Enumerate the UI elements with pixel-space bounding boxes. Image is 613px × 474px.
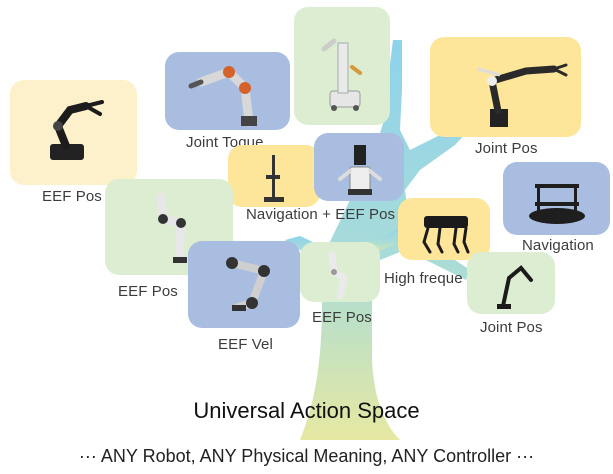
robot-card-navigation-pole [228, 145, 320, 207]
robot-card-black-arm [467, 252, 555, 314]
gripper-arm-icon [50, 100, 104, 160]
quadruped-robot-icon [422, 216, 470, 254]
mobile-manipulator-icon [321, 38, 362, 111]
kinova-arm-icon [188, 66, 257, 127]
robot-card-kinova-arm [165, 52, 290, 130]
ur-arm-icon [226, 257, 270, 311]
turtlebot-icon [529, 184, 585, 224]
navigation-pole-robot-icon [264, 155, 284, 202]
robot-card-quadruped [398, 198, 490, 260]
franka-arm-icon [156, 192, 187, 264]
robot-label-eef-pos-left: EEF Pos [42, 188, 102, 205]
black-arm-icon [497, 265, 533, 309]
robot-card-franka-arm [105, 179, 233, 275]
white-arm-icon [328, 250, 348, 300]
robot-card-white-arm [300, 242, 380, 302]
robot-card-dual-arm-mobile [314, 133, 404, 201]
robot-label-eef-pos-center: EEF Pos [312, 309, 372, 326]
robot-card-mobile-manipulator [294, 7, 390, 125]
robot-label-navigation-eef-pos: Navigation + EEF Pos [246, 206, 396, 223]
figure-title: Universal Action Space [193, 398, 420, 423]
robot-label-high-frequency: High freque [384, 270, 463, 287]
robot-label-joint-pos-top: Joint Pos [475, 140, 538, 157]
robot-card-humanoid-arm [430, 37, 581, 137]
humanoid-arm-icon [477, 63, 568, 127]
dual-arm-mobile-robot-icon [338, 145, 382, 195]
robot-card-ur-arm [188, 241, 300, 328]
robot-label-eef-vel: EEF Vel [218, 336, 273, 353]
robot-label-navigation: Navigation [522, 237, 594, 254]
robot-label-joint-pos-right: Joint Pos [480, 319, 543, 336]
robot-card-gripper-arm [10, 80, 137, 185]
robot-card-turtlebot [503, 162, 610, 235]
robot-label-eef-pos-left-mid: EEF Pos [118, 283, 178, 300]
figure-tagline: ··· ANY Robot, ANY Physical Meaning, ANY… [78, 446, 535, 466]
